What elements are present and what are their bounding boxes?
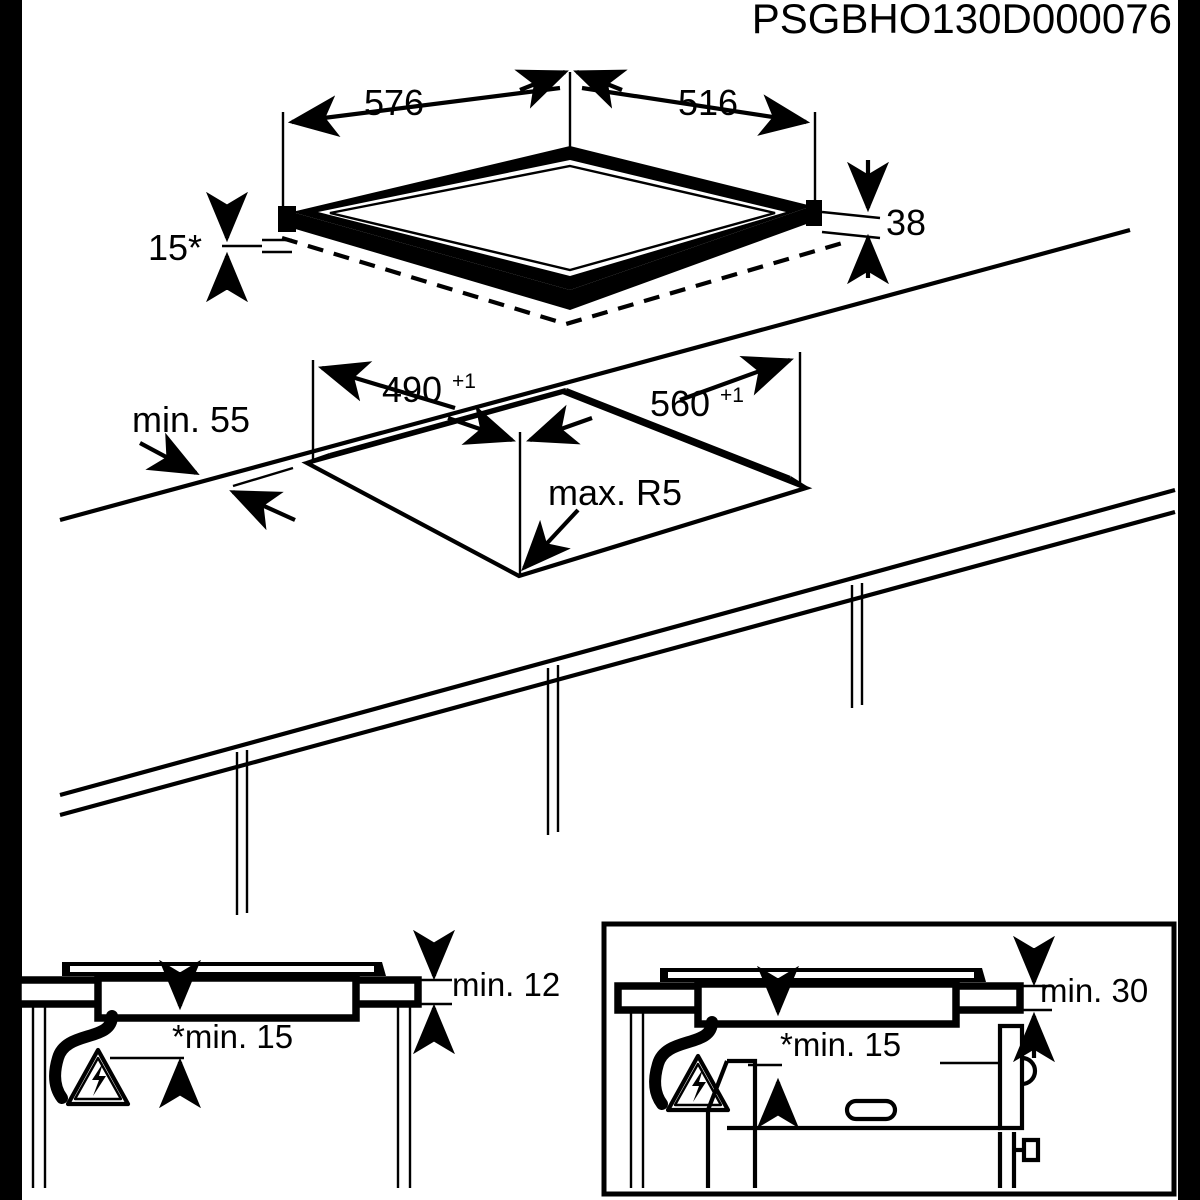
dim38-bottom-line: [821, 230, 881, 240]
dim-label-min30: min. 30: [1040, 972, 1148, 1009]
hazard-triangle-outline: [665, 1053, 731, 1113]
detail-right-power-cable: [649, 1016, 718, 1110]
dim-arrow-490: [317, 361, 456, 411]
cutout-apex-cap: [562, 389, 567, 393]
electrical-hazard-icon: [665, 1053, 731, 1113]
dim-label-490-group: 490 +1: [382, 369, 476, 410]
dim-label-38: 38: [886, 202, 926, 243]
dim-arrow-576: [287, 85, 561, 138]
hob-isometric-group: 576 516 15* 38: [148, 69, 926, 327]
hob-top-frame: [292, 146, 812, 290]
dim-label-min55: min. 55: [132, 399, 250, 440]
detail-left-group: min. 12 *min. 15: [14, 929, 560, 1188]
electrical-hazard-icon: [65, 1047, 131, 1107]
detail-right-worktop-left: [614, 982, 704, 1014]
dim-label-min15-left: *min. 15: [172, 1018, 293, 1055]
dim-arrow-apex-a: [447, 405, 516, 445]
detail-left-glass-highlight: [70, 966, 374, 972]
oven-front-panel: [997, 1023, 1025, 1131]
hob-glass-edge: [329, 164, 776, 272]
min55-lead-line: [232, 466, 294, 488]
worktop-cutout-group: 490 +1 560 +1 min. 55 max. R5: [59, 227, 1176, 915]
cutout-rim-back-left: [329, 387, 567, 458]
hob-side-body: [292, 206, 812, 310]
cutout-rim-right-cap: [788, 476, 808, 490]
dim-arrow-apex-right: [573, 69, 628, 109]
detail-left-worktop-right: [348, 976, 422, 1008]
dim-sup-490: +1: [452, 370, 476, 393]
dim-label-maxR5: max. R5: [548, 472, 682, 513]
dim38-top-line: [821, 210, 881, 220]
detail-right-group: min. 30 *min. 15: [601, 921, 1177, 1197]
dim-label-15: 15*: [148, 227, 202, 268]
dim-label-min12: min. 12: [452, 966, 560, 1003]
dim-arrow-min55-b: [229, 490, 296, 531]
dim-label-576: 576: [364, 82, 424, 123]
detail-right-worktop-right: [948, 982, 1024, 1014]
hob-right-corner-block: [806, 200, 822, 226]
detail-right-frame: [601, 921, 1177, 1197]
dim-arrow-560: [679, 356, 794, 402]
detail-right-hob-body: [694, 980, 960, 1028]
cutout-rim-back-right: [565, 388, 791, 480]
dim-label-560: 560: [650, 383, 710, 424]
hazard-triangle-outline: [65, 1047, 131, 1107]
oven-vent-slot: [844, 1098, 898, 1122]
dim-arrow-min55-a: [139, 432, 200, 475]
dim-arrow-apex-b: [526, 404, 593, 445]
oven-top-chamfer: [706, 1060, 729, 1111]
worktop-front-top-edge: [59, 487, 1176, 798]
dim-label-min15-right: *min. 15: [780, 1026, 901, 1063]
worktop-front-bottom-edge: [59, 509, 1176, 818]
dim-label-560-group: 560 +1: [650, 383, 744, 424]
hob-underside-dashed: [281, 235, 847, 327]
left-edge-band: [0, 0, 22, 1200]
dim-label-490: 490: [382, 369, 442, 410]
cutout-rim-left-cap: [306, 453, 331, 465]
dim-sup-560: +1: [720, 384, 744, 407]
oven-left-wall: [727, 1058, 758, 1188]
hazard-triangle-inner: [73, 1056, 123, 1101]
right-edge-band: [1178, 0, 1200, 1200]
worktop-back-edge: [59, 227, 1131, 523]
hob-left-corner-block: [278, 206, 296, 232]
hazard-triangle-inner: [673, 1062, 723, 1107]
detail-left-worktop-left: [14, 976, 104, 1008]
lightning-bolt-icon: [92, 1063, 106, 1096]
lightning-bolt-icon: [692, 1069, 706, 1102]
oven-knob-icon: [1021, 1137, 1041, 1163]
dim-label-516: 516: [678, 82, 738, 123]
dim-arrow-apex-left: [514, 69, 569, 109]
detail-left-hob-body: [94, 974, 360, 1022]
detail-left-power-cable: [49, 1010, 118, 1104]
drawing-title: PSGBHO130D000076: [752, 0, 1172, 42]
detail-right-glass-highlight: [668, 972, 974, 978]
dim-arrow-maxR5: [521, 508, 580, 572]
